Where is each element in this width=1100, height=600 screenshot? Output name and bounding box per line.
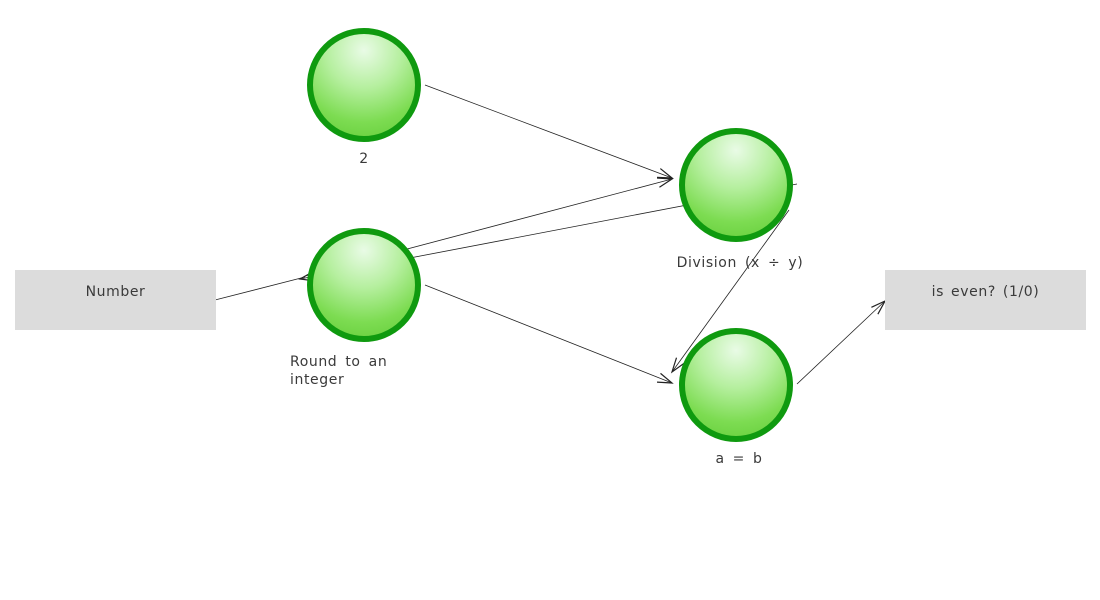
node-const-two[interactable] [307,28,421,142]
arrowhead-division [656,177,674,188]
node-division[interactable] [679,128,793,242]
edge-equals-to-output-even [796,300,886,385]
edge-const-two-to-division [424,84,673,179]
input-box-number-label: Number [85,284,146,300]
node-equals[interactable] [679,328,793,442]
node-const-two-label: 2 [359,151,369,167]
arrowhead-equals [670,357,685,374]
edge-round-to-equals [424,284,673,384]
node-division-label: Division (x ÷ y) [676,255,804,271]
edge-input-number-to-round [214,276,306,301]
input-box-number[interactable]: Number [15,270,216,330]
edge-division-to-equals [671,209,790,373]
node-equals-label: a = b [715,451,763,467]
output-box-is-even[interactable]: is even? (1/0) [885,270,1086,330]
arrowhead-equals [656,372,674,384]
output-box-is-even-label: is even? (1/0) [931,284,1040,300]
node-round[interactable] [307,228,421,342]
arrowhead-division [656,168,674,179]
node-round-label: Round to an integer [290,354,388,388]
